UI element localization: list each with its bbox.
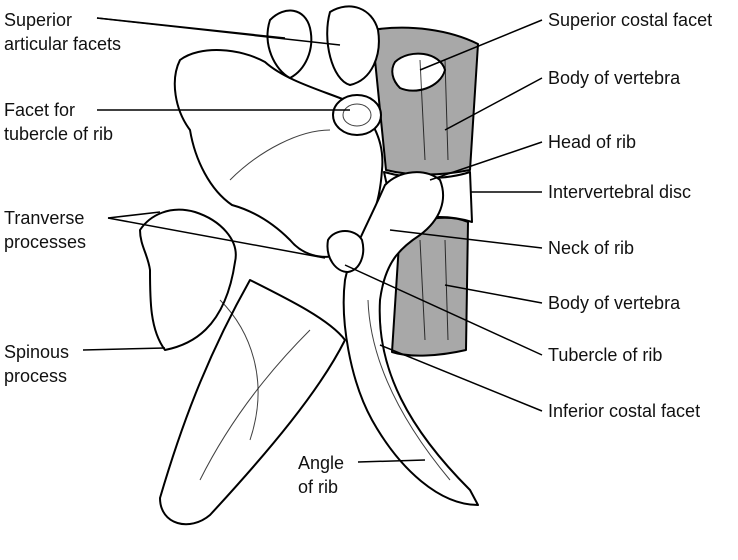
superior-costal-facet-shape [391,52,446,92]
label-line-1: Angle [298,453,345,473]
label-tubercle-of-rib: Tubercle of rib [548,345,663,365]
transverse-costal-facet [332,94,382,136]
label-transverse-processes: Tranverse processes [4,206,86,254]
label-head-of-rib: Head of rib [548,132,637,152]
label-spinous-process: Spinous process [4,340,69,388]
label-neck-of-rib: Neck of rib [548,238,635,258]
rib-tubercle-shape [326,230,365,273]
left-superior-articular-process [266,9,313,79]
label-superior-costal-facet: Superior costal facet [548,10,713,30]
body-detail-lower [419,239,449,341]
label-line-2: of rib [298,477,339,497]
label-line-1: Facet for [4,100,76,120]
rib-detail [367,299,451,481]
label-intervertebral-disc: Intervertebral disc [548,182,692,202]
arch-detail-1 [229,129,331,181]
label-body-of-vertebra-upper: Body of vertebra [548,68,681,88]
label-facet-for-tubercle-of-rib: Facet for tubercle of rib [4,98,113,146]
label-line-2: articular facets [4,34,122,54]
body-detail-upper [419,59,449,161]
leader-lines [82,17,543,463]
arch-detail-2 [219,299,259,441]
label-inferior-costal-facet: Inferior costal facet [548,401,701,421]
spine-detail [199,329,311,481]
label-angle-of-rib: Angle of rib [298,451,344,499]
label-line-2: tubercle of rib [4,124,114,144]
label-line-2: process [4,366,68,386]
transverse-costal-facet-inner [342,103,372,127]
rib-shape [342,171,479,506]
label-line-1: Superior [4,10,73,30]
label-line-1: Tranverse [4,208,85,228]
label-body-of-vertebra-lower: Body of vertebra [548,293,681,313]
label-line-2: processes [4,232,87,252]
lower-transverse-process [139,208,237,351]
label-line-1: Spinous [4,342,70,362]
label-superior-articular-facets: Superior articular facets [4,8,121,56]
right-superior-articular-process [326,5,380,86]
